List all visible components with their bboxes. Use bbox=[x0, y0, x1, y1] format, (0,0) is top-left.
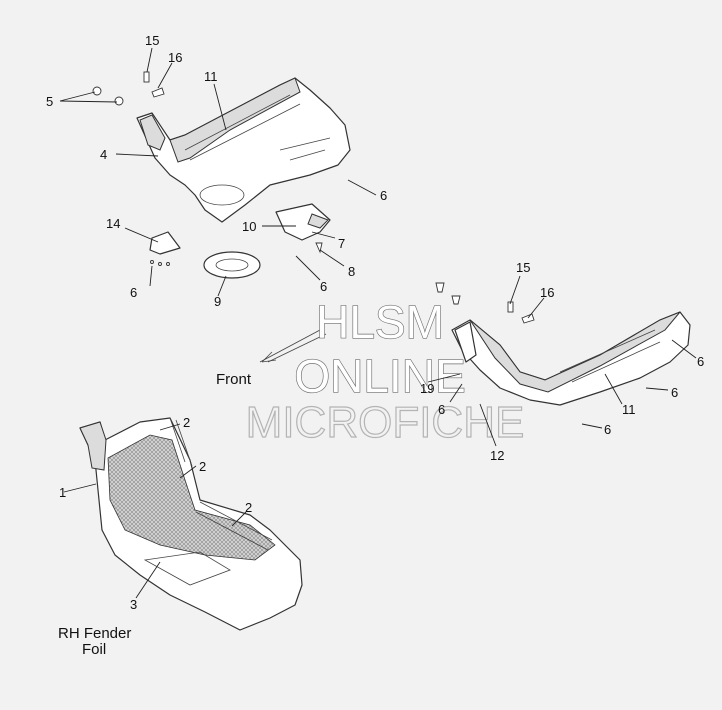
screw-right-b-icon bbox=[451, 295, 461, 305]
callout-numbers: 15 16 11 5 4 6 10 14 7 8 6 6 9 15 16 6 6… bbox=[46, 33, 704, 612]
fender-part-4 bbox=[136, 77, 351, 223]
callout-5: 5 bbox=[46, 94, 53, 109]
watermark: HLSM ONLINE MICROFICHE bbox=[245, 295, 525, 447]
callout-6: 6 bbox=[671, 385, 678, 400]
screw-right-a-icon bbox=[435, 282, 445, 293]
fender-top-channel bbox=[469, 311, 681, 393]
callout-6: 6 bbox=[130, 285, 137, 300]
screw-5b-icon bbox=[114, 96, 124, 106]
fender-mount bbox=[454, 321, 477, 363]
callout-9: 9 bbox=[214, 294, 221, 309]
foil-inner-recess bbox=[143, 551, 231, 586]
callout-6: 6 bbox=[320, 279, 327, 294]
callout-2: 2 bbox=[183, 415, 190, 430]
callout-4: 4 bbox=[100, 147, 107, 162]
fender-opening bbox=[199, 184, 245, 206]
fender-ribs-right bbox=[559, 329, 661, 383]
caption-line-2: Foil bbox=[82, 641, 106, 658]
cover-tab bbox=[307, 213, 329, 229]
callout-2: 2 bbox=[245, 500, 252, 515]
foil-edges bbox=[169, 417, 273, 551]
right-fender-assembly bbox=[435, 282, 691, 406]
callout-15: 15 bbox=[145, 33, 159, 48]
cover-10 bbox=[275, 203, 331, 241]
callout-3: 3 bbox=[130, 597, 137, 612]
clip-16-icon bbox=[151, 87, 165, 98]
callout-12: 12 bbox=[490, 448, 504, 463]
callout-6: 6 bbox=[604, 422, 611, 437]
callout-15: 15 bbox=[516, 260, 530, 275]
callout-14: 14 bbox=[106, 216, 120, 231]
screw-5a-icon bbox=[92, 86, 102, 96]
callout-6: 6 bbox=[697, 354, 704, 369]
callout-10: 10 bbox=[242, 219, 256, 234]
watermark-line-2: ONLINE bbox=[294, 350, 465, 402]
upper-hardware bbox=[92, 71, 331, 279]
rh-fender-foil bbox=[79, 417, 303, 631]
grommet-9 bbox=[203, 251, 261, 279]
callout-11: 11 bbox=[204, 69, 218, 84]
fender-bracket bbox=[139, 114, 166, 151]
watermark-line-3: MICROFICHE bbox=[246, 398, 525, 447]
callout-6: 6 bbox=[438, 402, 445, 417]
leader-lines bbox=[59, 47, 697, 599]
front-direction-arrow bbox=[259, 329, 327, 363]
caption-line-1: RH Fender bbox=[58, 625, 131, 642]
callout-8: 8 bbox=[348, 264, 355, 279]
watermark-line-1: HLSM bbox=[316, 296, 444, 348]
callout-7: 7 bbox=[338, 236, 345, 251]
front-label: Front bbox=[216, 371, 252, 388]
fastener-8-icon bbox=[315, 242, 323, 254]
callout-19: 19 bbox=[420, 381, 434, 396]
foil-bracket bbox=[79, 421, 107, 471]
callout-16: 16 bbox=[540, 285, 554, 300]
clip-16b-icon bbox=[521, 313, 535, 324]
callout-2: 2 bbox=[199, 459, 206, 474]
callout-11: 11 bbox=[622, 402, 636, 417]
bracket-14 bbox=[149, 231, 181, 255]
upper-fender-assembly bbox=[136, 77, 351, 223]
callout-6: 6 bbox=[380, 188, 387, 203]
callout-16: 16 bbox=[168, 50, 182, 65]
foil-hatched-panel bbox=[107, 434, 276, 561]
callout-1: 1 bbox=[59, 485, 66, 500]
fender-ribs bbox=[184, 94, 331, 161]
fastener-15-icon bbox=[143, 71, 150, 83]
